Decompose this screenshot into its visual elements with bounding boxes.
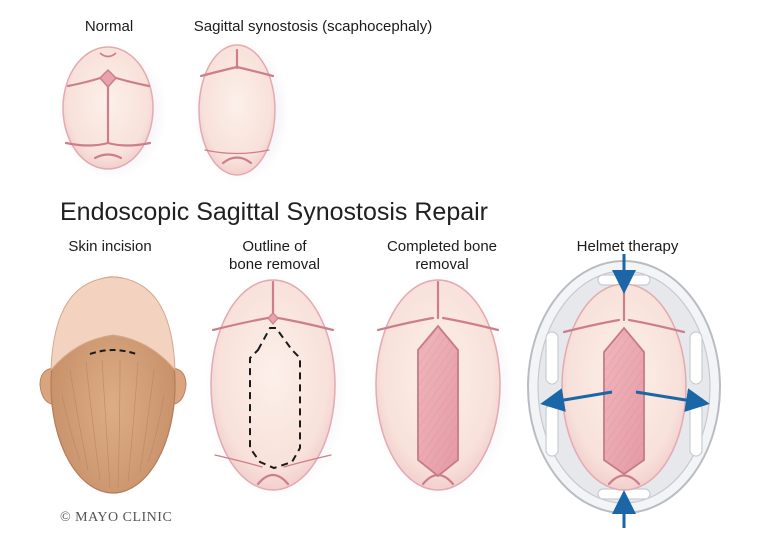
removal-outline [249,327,301,470]
incision-line [89,349,137,355]
removed-bone-strip [417,324,459,478]
label-completed-line1: Completed bone [386,238,498,255]
label-outline-line1: Outline of [242,238,307,255]
label-completed-line2: removal [415,256,469,273]
scaphocephaly-skull [193,40,289,184]
label-outline-line2: bone removal [229,256,320,273]
completed-skull [369,276,513,500]
arrow-right [635,388,710,412]
skin-incision-head [39,276,187,494]
helmet-bone-strip [603,326,645,476]
label-sagittal-synostosis: Sagittal synostosis (scaphocephaly) [193,18,433,35]
label-completed-bone-removal: Completed bone removal [372,238,512,274]
normal-sutures [64,76,152,160]
outline-skull [204,276,348,500]
helmet-pads [545,274,703,500]
growth-arrows [540,254,710,528]
arrow-left [540,388,613,412]
normal-skull [57,44,167,180]
diagram-title: Endoscopic Sagittal Synostosis Repair [60,198,489,226]
mayo-clinic-credit: © MAYO CLINIC [60,510,173,525]
hair-strokes [61,359,165,489]
label-helmet-therapy: Helmet therapy [576,238,679,255]
label-skin-incision: Skin incision [68,238,152,255]
helmet-therapy [527,254,721,528]
anterior-fontanelle [98,68,118,89]
label-normal: Normal [84,18,134,35]
label-outline-bone-removal: Outline of bone removal [212,238,337,274]
forehead-skin [50,276,176,372]
